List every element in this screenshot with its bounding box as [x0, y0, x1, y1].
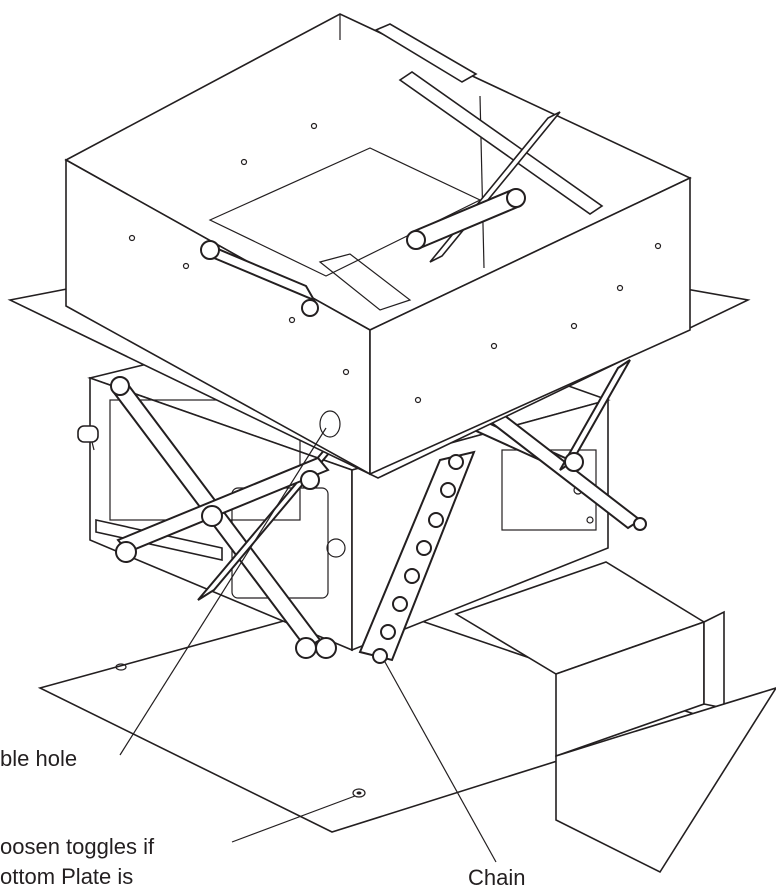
upper-box — [64, 13, 692, 476]
chain-label: Chain — [468, 865, 525, 890]
chain — [358, 450, 476, 664]
scissor-arms — [110, 359, 647, 659]
toggle-leader — [231, 795, 356, 843]
loosen-toggles-label: oosen toggles if — [0, 834, 155, 859]
cable-hole-label: ble hole — [0, 746, 77, 771]
chain-leader — [384, 661, 497, 863]
cable-hole-leader — [119, 427, 327, 756]
down-arrow-icon — [454, 561, 776, 874]
bottom-plate-label: ottom Plate is — [0, 864, 133, 889]
leader-lines — [119, 427, 497, 863]
